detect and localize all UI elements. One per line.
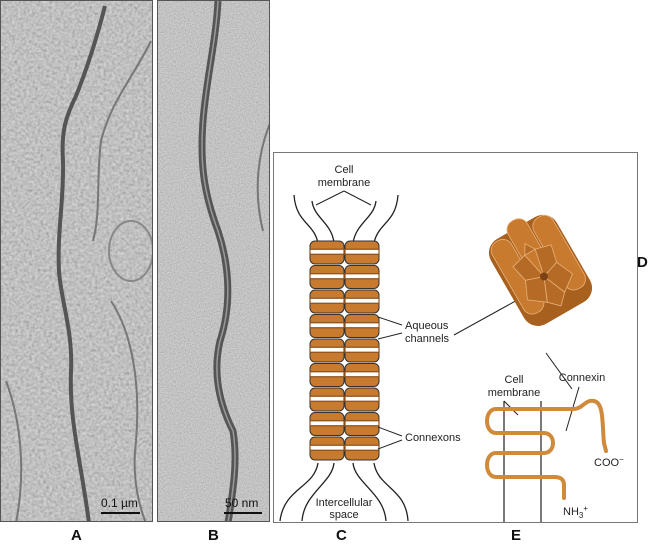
connexon-3d-model	[488, 214, 593, 326]
label-connexons: Connexons	[405, 432, 461, 444]
aqueous-channel	[309, 322, 345, 329]
panel-letter-e: E	[511, 527, 522, 544]
connexon	[309, 363, 345, 387]
connexon	[309, 436, 345, 461]
micrograph-a: 0.1 µm	[0, 0, 153, 522]
aqueous-channel	[344, 346, 380, 353]
connexon	[344, 387, 380, 412]
label-c-cell-membrane-2: membrane	[318, 177, 371, 189]
aqueous-channel	[344, 420, 380, 427]
label-intercellular-1: Intercellular	[316, 497, 373, 509]
connexon-stack	[309, 240, 380, 461]
connexon	[309, 387, 345, 412]
panel-letter-d: D	[637, 254, 648, 271]
aqueous-channel	[344, 248, 380, 255]
label-c-cell-membrane-1: Cell	[335, 164, 354, 176]
connexin-strand	[485, 398, 608, 500]
micrograph-b-image	[158, 1, 269, 521]
connexon	[309, 240, 345, 265]
aqueous-channel	[309, 395, 345, 402]
connexon	[344, 412, 380, 436]
label-nh3: NH3+	[563, 504, 588, 520]
membrane-curves-top	[293, 194, 399, 244]
diagram-panel: Cell membrane Intercellular space Aqueou…	[273, 152, 638, 523]
connexon	[344, 314, 380, 338]
panel-letter-c: C	[336, 527, 347, 544]
aqueous-channel	[309, 371, 345, 378]
aqueous-channel	[344, 297, 380, 304]
membrane-curves-bottom	[279, 462, 409, 522]
connexon	[309, 314, 345, 338]
panel-letter-a: A	[71, 527, 82, 544]
label-intercellular-2: space	[329, 509, 358, 521]
label-coo: COO−	[594, 455, 624, 469]
aqueous-channel	[344, 273, 380, 280]
label-e-cell-membrane-2: membrane	[488, 387, 541, 399]
junction-membrane-a	[56, 5, 107, 521]
connexon	[309, 338, 345, 363]
aqueous-channel	[344, 444, 380, 451]
connexon	[344, 363, 380, 387]
aqueous-pointer-d	[453, 297, 522, 336]
connexon	[344, 338, 380, 363]
label-aqueous-2: channels	[405, 333, 450, 345]
aqueous-channel	[309, 248, 345, 255]
connexon	[309, 265, 345, 289]
label-e-cell-membrane-1: Cell	[505, 374, 524, 386]
aqueous-channel	[344, 395, 380, 402]
aqueous-channel	[309, 420, 345, 427]
aqueous-channel	[309, 346, 345, 353]
connexon	[344, 265, 380, 289]
scale-bar-label-b: 50 nm	[225, 496, 259, 510]
label-aqueous-1: Aqueous	[405, 320, 449, 332]
aqueous-channel	[309, 273, 345, 280]
gap-junction-diagram: Cell membrane Intercellular space Aqueou…	[279, 164, 624, 522]
connexon	[344, 240, 380, 265]
connexon	[309, 412, 345, 436]
connexon	[309, 289, 345, 314]
aqueous-channel	[344, 322, 380, 329]
aqueous-channel	[309, 297, 345, 304]
label-connexin: Connexin	[559, 372, 605, 384]
scale-bar-label-a: 0.1 µm	[101, 496, 138, 510]
micrograph-b: 50 nm	[157, 0, 270, 522]
aqueous-channel	[309, 444, 345, 451]
panel-letter-b: B	[208, 527, 219, 544]
aqueous-channel	[344, 371, 380, 378]
connexon	[344, 289, 380, 314]
micrograph-a-image	[1, 1, 152, 521]
connexon	[344, 436, 380, 461]
